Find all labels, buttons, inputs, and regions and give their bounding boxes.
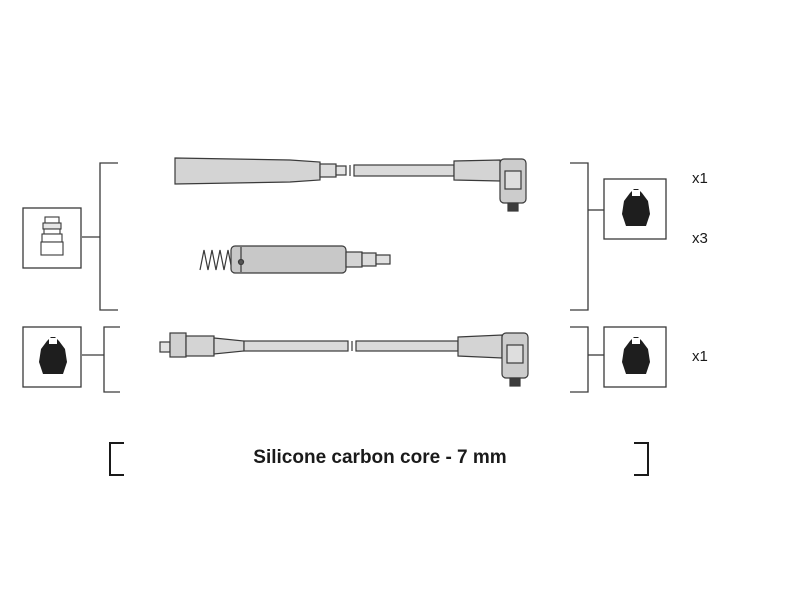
spark-plug-boot-icon <box>603 326 667 388</box>
right-bracket-bottom <box>570 326 604 393</box>
ignition-cable-3 <box>159 332 529 387</box>
cable-core-caption: Silicone carbon core - 7 mm <box>253 447 507 468</box>
spark-plug-boot-icon <box>603 178 667 240</box>
ignition-cable-1 <box>174 157 527 212</box>
quantity-label-top-lower: x3 <box>692 230 708 247</box>
left-bracket-top <box>82 162 118 311</box>
left-bracket-bottom <box>82 326 120 393</box>
caption-bracket-left <box>109 442 124 476</box>
quantity-label-bottom: x1 <box>692 348 708 365</box>
coil-terminal-icon <box>22 207 82 269</box>
spark-plug-boot-icon <box>22 326 82 388</box>
right-bracket-top <box>570 162 604 311</box>
caption-bracket-right <box>634 442 649 476</box>
ignition-cable-2 <box>199 245 391 274</box>
quantity-label-top-upper: x1 <box>692 170 708 187</box>
